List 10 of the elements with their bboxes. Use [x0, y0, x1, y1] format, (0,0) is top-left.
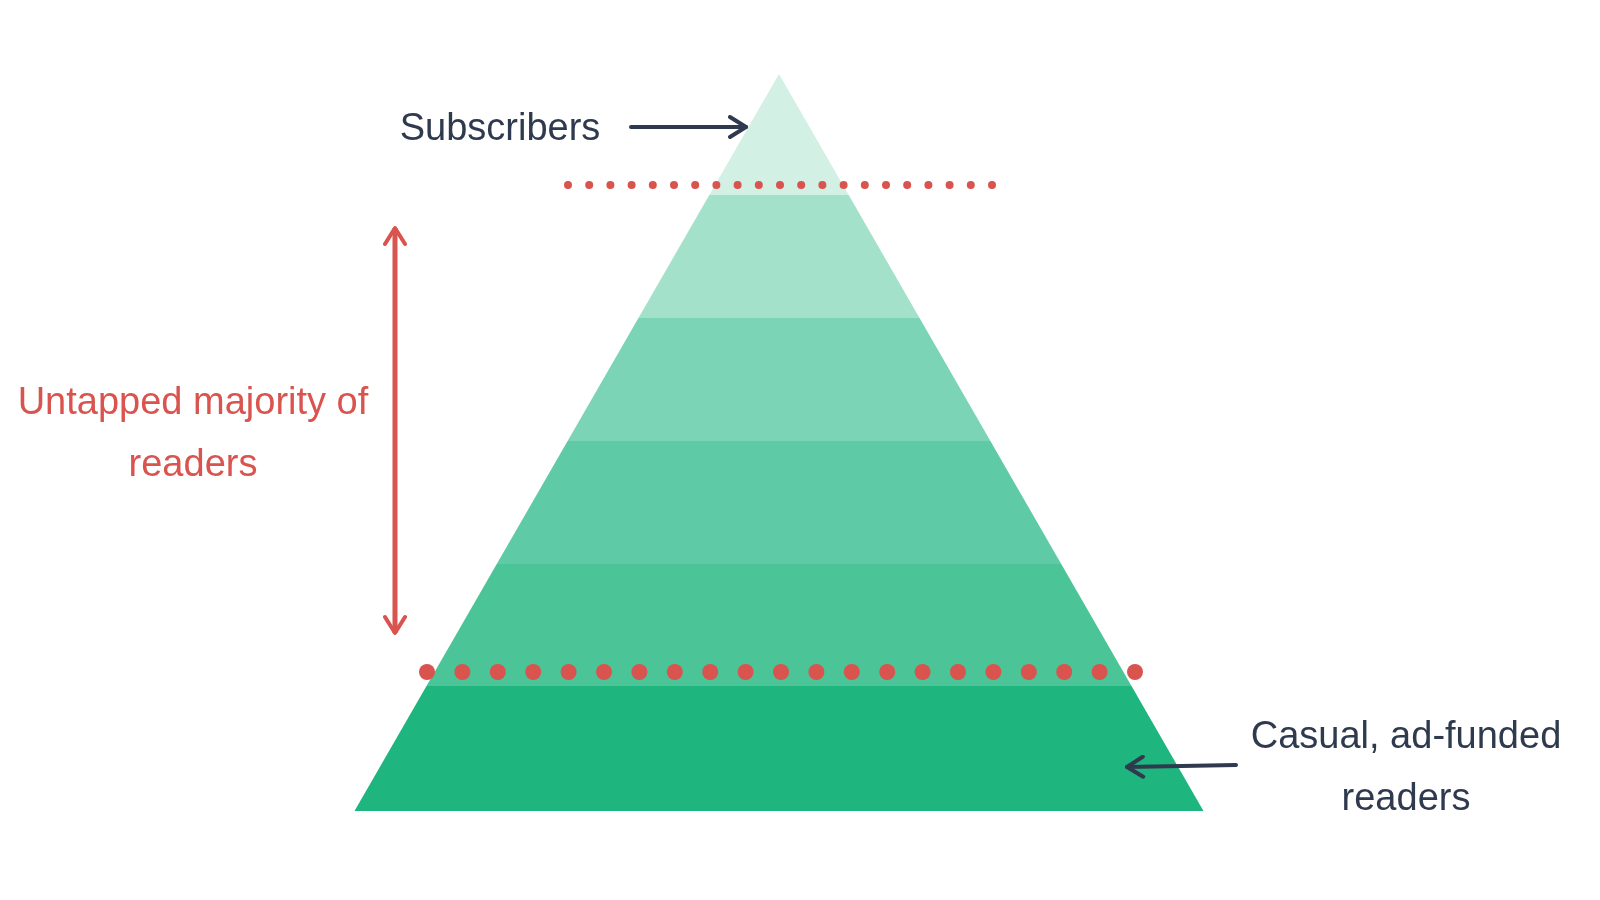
- pyramid-label: Subscribers: [380, 96, 620, 158]
- pyramid-tier: [638, 195, 920, 318]
- pyramid-tier: [567, 318, 991, 441]
- pyramid-tier: [354, 686, 1204, 811]
- pyramid-label: Casual, ad-funded readers: [1236, 704, 1576, 828]
- arrow: [1125, 754, 1238, 779]
- pyramid-tier: [426, 564, 1132, 686]
- arrow: [629, 115, 748, 139]
- pyramid-tier: [496, 441, 1062, 564]
- annotation-text: Untapped majority of readers: [16, 379, 370, 486]
